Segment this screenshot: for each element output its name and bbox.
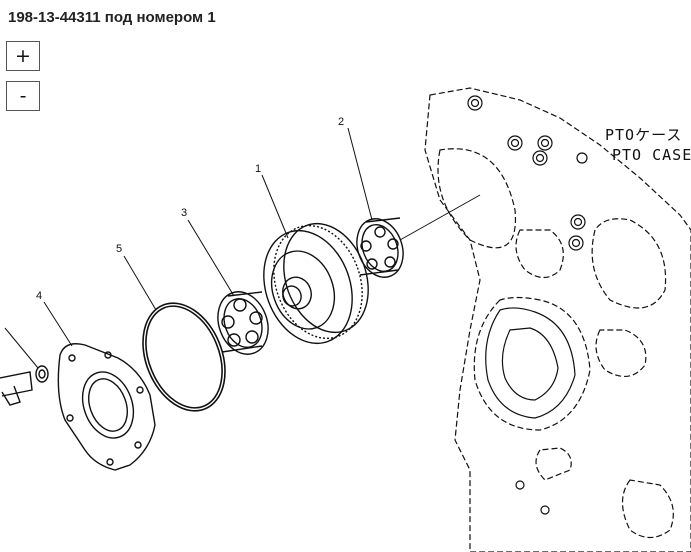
case-label-en: PTO CASE (612, 146, 691, 164)
callout-2: 2 (338, 116, 344, 128)
callout-1: 1 (255, 163, 261, 175)
callout-3: 3 (181, 207, 187, 219)
bearing-2 (356, 217, 404, 278)
leader-lines (4, 127, 373, 369)
page-title: 198-13-44311 под номером 1 (8, 9, 216, 26)
pto-case (424, 87, 691, 552)
gear-1 (263, 222, 369, 345)
o-ring-5 (142, 302, 226, 412)
cover-4 (57, 343, 156, 471)
zoom-in-button[interactable]: + (6, 41, 40, 71)
zoom-out-button[interactable]: - (6, 81, 40, 111)
bolt (0, 365, 49, 406)
pto-case-details (467, 95, 588, 515)
callout-4: 4 (36, 290, 42, 302)
case-label-jp: PTOケース (605, 126, 682, 144)
callout-5: 5 (116, 243, 122, 255)
